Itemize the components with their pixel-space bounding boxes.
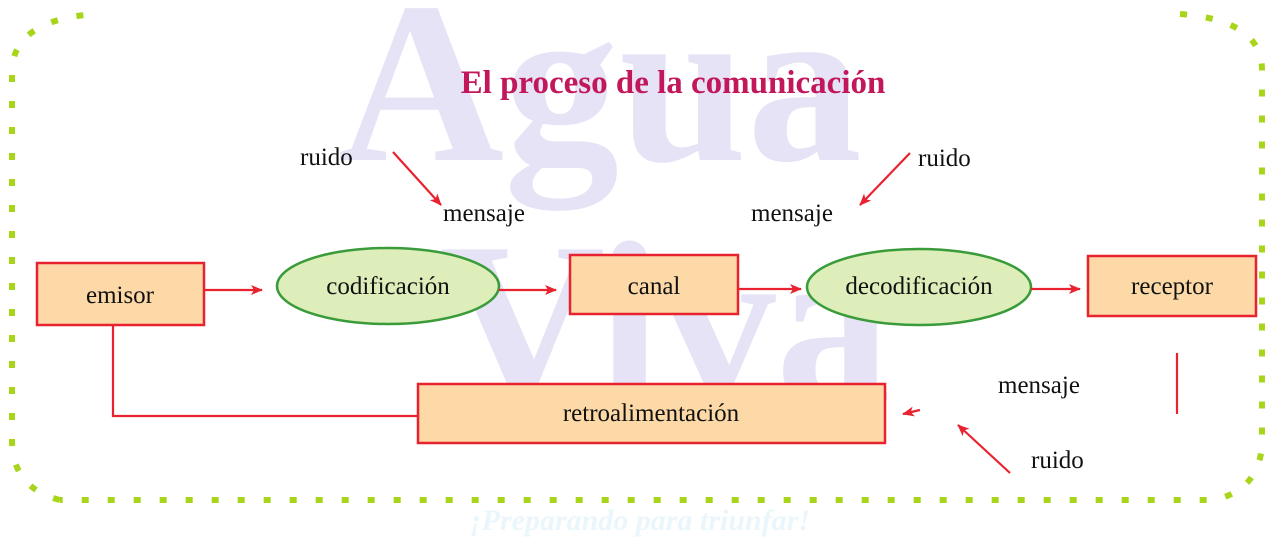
noise-label-2: ruido (918, 145, 971, 172)
noise-arrow-2 (859, 152, 911, 206)
diagram-title: El proceso de la comunicación (461, 65, 886, 101)
node-codificacion-label: codificación (326, 273, 450, 300)
node-receptor-label: receptor (1131, 273, 1214, 300)
message-label-1: mensaje (443, 200, 525, 227)
noise-label-3: ruido (1031, 447, 1084, 474)
node-codificacion (275, 246, 501, 326)
node-decodificacion-label: decodificación (845, 273, 993, 300)
watermark-line1: Agua (338, 0, 862, 211)
node-retroalimentacion (416, 382, 887, 445)
node-emisor (35, 261, 206, 327)
noise-label-1: ruido (300, 144, 353, 171)
message-arrow-3 (902, 406, 921, 417)
noise-arrow-3 (957, 424, 1011, 474)
noise-arrow-1 (392, 151, 442, 206)
node-retroalimentacion-label: retroalimentación (563, 400, 740, 427)
message-label-2: mensaje (751, 200, 833, 227)
node-emisor-label: emisor (86, 282, 155, 309)
node-receptor (1086, 254, 1258, 318)
node-canal-label: canal (628, 273, 681, 300)
message-label-3: mensaje (998, 372, 1080, 399)
watermark-slogan: ¡Preparando para triunfar! (470, 504, 810, 537)
node-canal (568, 253, 740, 316)
feedback-line-emisor (111, 325, 418, 418)
dashed-frame (9, 11, 1265, 503)
watermark: Agua Viva ¡Preparando para triunfar! (338, 0, 891, 537)
node-decodificacion (805, 247, 1033, 327)
